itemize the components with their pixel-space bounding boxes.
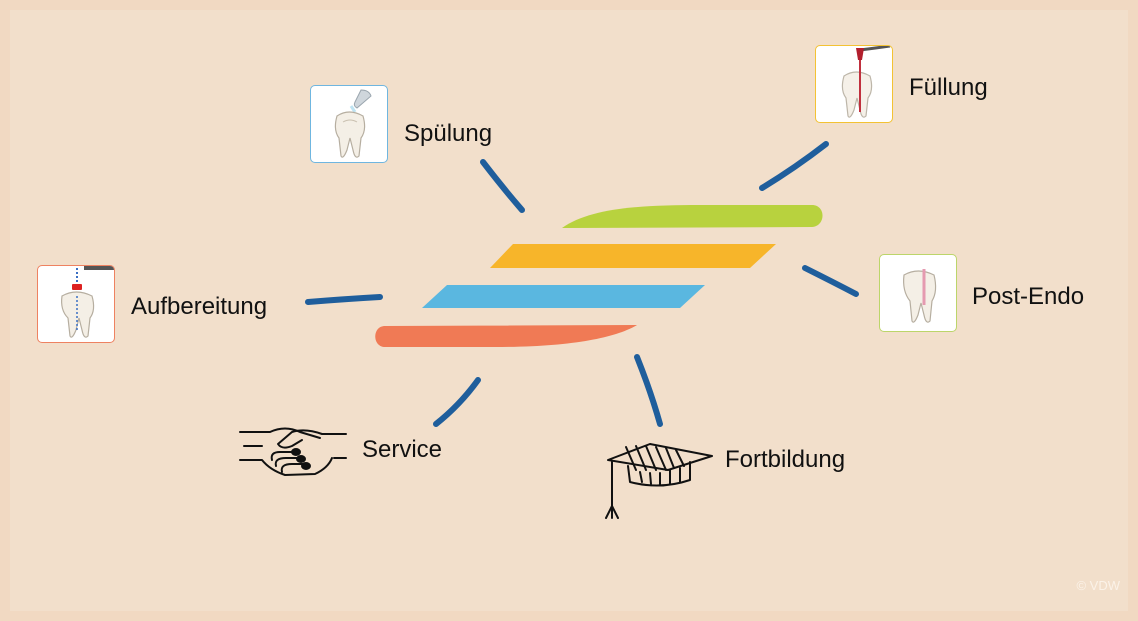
label-fuellung: Füllung — [909, 74, 988, 102]
label-spuelung: Spülung — [404, 120, 492, 148]
band-orange — [375, 325, 637, 347]
tile-spuelung[interactable] — [310, 85, 388, 163]
connector-post-endo — [805, 268, 856, 294]
tooth-post-icon — [880, 255, 957, 332]
connector-fuellung — [762, 144, 826, 188]
tooth-filling-icon — [816, 46, 893, 123]
label-fortbildung: Fortbildung — [725, 446, 845, 474]
tooth-irrigation-icon — [311, 86, 388, 163]
band-blue — [422, 285, 705, 308]
connector-spuelung — [483, 162, 522, 210]
label-aufbereitung: Aufbereitung — [131, 293, 267, 321]
connector-service — [436, 380, 478, 424]
tile-aufbereitung[interactable] — [37, 265, 115, 343]
copyright-notice: © VDW — [1076, 578, 1120, 593]
tooth-file-icon — [38, 266, 115, 343]
tile-post-endo[interactable] — [879, 254, 957, 332]
tile-fuellung[interactable] — [815, 45, 893, 123]
label-service: Service — [362, 436, 442, 464]
graduation-cap-icon — [606, 444, 712, 518]
connector-aufbereitung — [308, 297, 380, 302]
connector-fortbildung — [637, 357, 660, 424]
band-yellow — [490, 244, 776, 268]
band-green — [562, 205, 823, 228]
handshake-icon — [240, 429, 346, 476]
label-post-endo: Post-Endo — [972, 283, 1084, 311]
